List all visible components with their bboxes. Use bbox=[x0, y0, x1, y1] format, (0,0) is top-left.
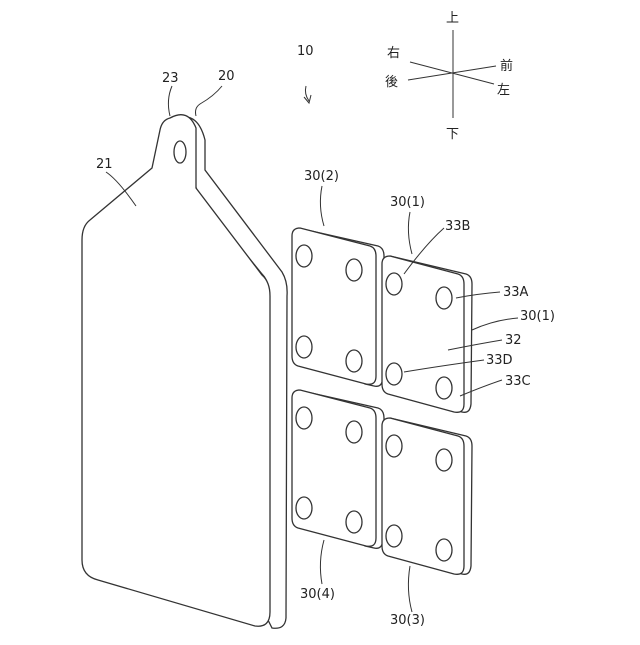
compass-front-back-axis bbox=[408, 66, 496, 80]
compass-up: 上 bbox=[446, 11, 459, 26]
piece-30-2-face bbox=[292, 228, 376, 384]
compass-front: 前 bbox=[500, 58, 513, 74]
tag-front-face bbox=[82, 115, 270, 627]
piece-30-2 bbox=[292, 228, 384, 386]
piece-30-3 bbox=[382, 418, 472, 574]
compass-down: 下 bbox=[446, 127, 459, 142]
label-33A: 33A bbox=[503, 285, 529, 300]
leader-30-3 bbox=[408, 566, 412, 612]
piece-30-4-face bbox=[292, 390, 376, 546]
label-33D: 33D bbox=[486, 353, 513, 368]
label-33B: 33B bbox=[445, 219, 470, 234]
label-30-3: 30(3) bbox=[390, 613, 425, 628]
leader-20 bbox=[196, 86, 223, 116]
label-30-1-right: 30(1) bbox=[520, 309, 555, 324]
leader-30-2 bbox=[320, 186, 324, 226]
ear-tag bbox=[82, 115, 287, 629]
label-30-2: 30(2) bbox=[304, 169, 339, 184]
label-23: 23 bbox=[162, 71, 179, 86]
compass-left: 左 bbox=[497, 83, 510, 98]
piece-30-1 bbox=[382, 256, 472, 412]
compass-back: 後 bbox=[385, 75, 398, 90]
label-33C: 33C bbox=[505, 374, 531, 389]
leader-30-4 bbox=[320, 540, 324, 584]
leader-23 bbox=[168, 86, 172, 116]
label-21: 21 bbox=[96, 157, 113, 172]
label-30-1-top: 30(1) bbox=[390, 195, 425, 210]
leader-30-1-right bbox=[472, 318, 518, 330]
label-30-4: 30(4) bbox=[300, 587, 335, 602]
label-10: 10 bbox=[297, 44, 314, 59]
label-32: 32 bbox=[505, 333, 522, 348]
piece-30-4 bbox=[292, 390, 384, 548]
label-20: 20 bbox=[218, 69, 235, 84]
compass-right: 右 bbox=[387, 46, 400, 61]
direction-compass: 上 下 右 左 前 後 bbox=[385, 11, 513, 142]
leader-30-1-top bbox=[408, 212, 412, 254]
